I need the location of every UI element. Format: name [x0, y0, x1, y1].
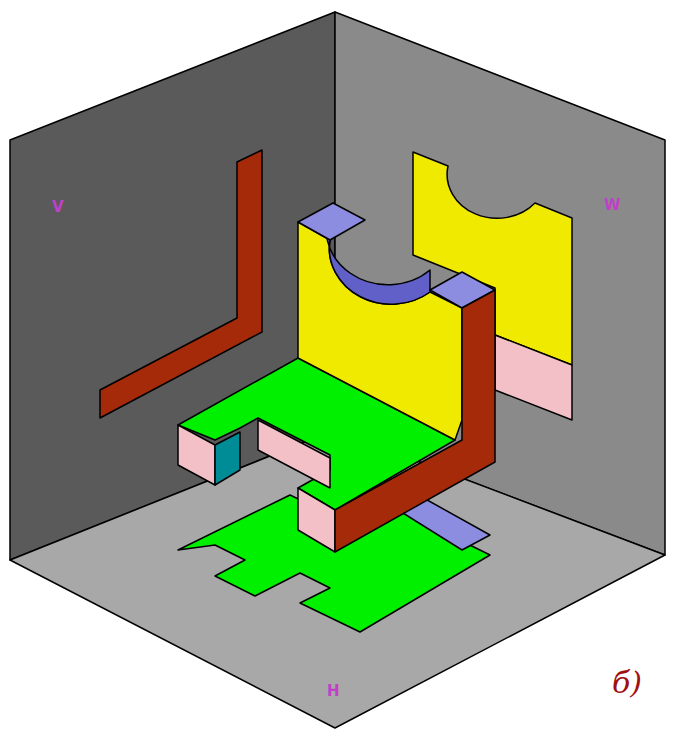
front-rib [335, 290, 495, 552]
base-face [298, 488, 335, 552]
base-face [178, 425, 215, 485]
plane-label: H [327, 682, 340, 700]
plane-label: W [604, 196, 621, 214]
plate-top [298, 203, 365, 240]
base-face [258, 420, 330, 488]
back-plate [298, 222, 462, 440]
figure-label: б) [612, 665, 642, 700]
plane-label: V [52, 198, 64, 216]
base-face [215, 432, 240, 485]
profile-projection [495, 335, 572, 420]
frontal-projection [100, 150, 262, 418]
